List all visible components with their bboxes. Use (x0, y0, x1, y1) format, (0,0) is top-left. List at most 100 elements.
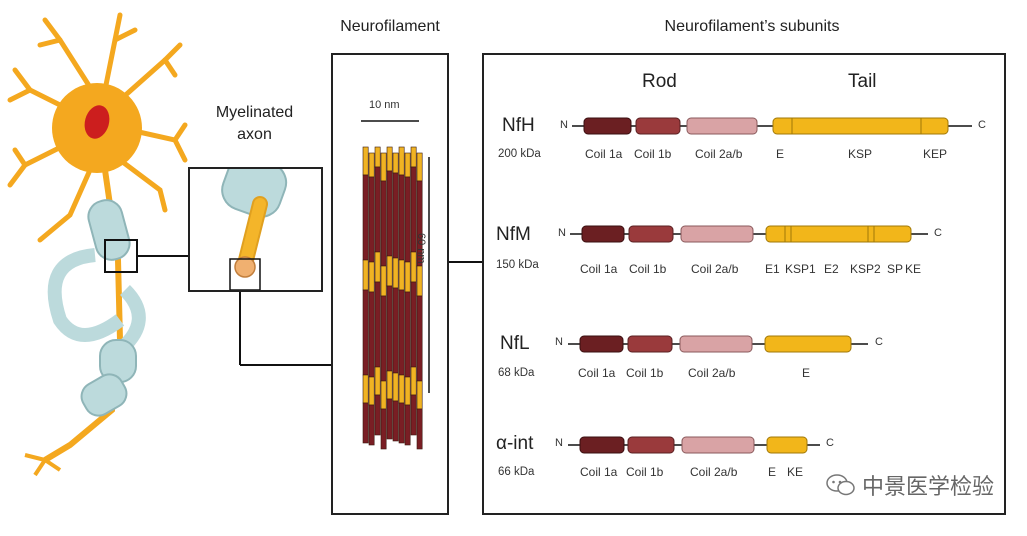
coil-2ab-label: Coil 2a/b (695, 147, 743, 161)
subunits-title: Neurofilament’s subunits (664, 18, 840, 35)
filament-segment (362, 259, 369, 291)
coil-1b-label: Coil 1b (626, 366, 664, 380)
c-terminus-label: C (826, 437, 834, 449)
domain-diagram (568, 335, 868, 353)
filament-segment (386, 285, 393, 372)
filament-segment (398, 289, 405, 376)
filament-segment (416, 295, 423, 382)
filament-segment (386, 370, 393, 400)
rod-header: Rod (642, 71, 677, 92)
axon-zoom-panel (188, 154, 323, 292)
filament-segment (398, 402, 405, 444)
coil-2ab-label: Coil 2a/b (690, 465, 738, 479)
filament-segment (404, 176, 411, 263)
filament-segment (398, 146, 405, 176)
n-terminus-label: N (555, 437, 563, 449)
filament-segment (374, 366, 381, 396)
filament-segment (374, 166, 381, 253)
filament-segment (362, 146, 369, 176)
watermark: 中景医学检验 (826, 469, 994, 501)
axon-zoom-illustration (221, 154, 288, 291)
coil-2ab-label: Coil 2a/b (688, 366, 736, 380)
tail-label-e: E (768, 465, 777, 479)
filament-segment (368, 261, 375, 293)
filament-segment (380, 152, 387, 182)
filament-segment (398, 374, 405, 404)
filament-segment (404, 404, 411, 446)
tail-label-ksp2: KSP2 (850, 262, 881, 276)
filament-segment (410, 366, 417, 396)
filament-segment (410, 281, 417, 368)
filament-segment (386, 146, 393, 172)
filament-segment (392, 257, 399, 289)
filament-segment (386, 170, 393, 257)
coil-1a-label: Coil 1a (585, 147, 623, 161)
c-terminus-label: C (875, 336, 883, 348)
tail-label-e: E (776, 147, 785, 161)
protein-mass: 66 kDa (498, 466, 535, 478)
filament-segment (380, 380, 387, 410)
filament-segment (392, 172, 399, 259)
filament-segment (368, 404, 375, 446)
filament-segment (416, 380, 423, 410)
protein-name: NfL (500, 333, 530, 354)
filament-segment (362, 174, 369, 261)
tail-label-sp: SP (887, 262, 904, 276)
neuron-illustration (7, 12, 190, 477)
neurofilament-panel: 10 nm 60 nm (331, 53, 449, 515)
filament-segment (386, 255, 393, 287)
filament-segment (362, 374, 369, 404)
filament-segment (404, 261, 411, 293)
subunits-panel: Rod Tail NfH 200 kDa N C Coil 1a Coil 1b… (482, 53, 1006, 515)
coil-1b-label: Coil 1b (634, 147, 672, 161)
filament-segment (404, 291, 411, 378)
filament-segment (374, 394, 381, 436)
filament-segment (380, 265, 387, 297)
filament-segment (374, 146, 381, 168)
nucleus (84, 105, 110, 139)
filament-segment (374, 281, 381, 368)
protein-mass: 200 kDa (498, 148, 541, 160)
protein-name: NfH (502, 115, 535, 136)
scale-length-label: 60 nm (415, 233, 427, 264)
tail-label-ke: KE (787, 465, 804, 479)
tail-label-ksp1: KSP1 (785, 262, 816, 276)
filament-segment (392, 372, 399, 402)
domain-diagram (572, 117, 972, 135)
filament-segment (380, 180, 387, 267)
tail-label-e2: E2 (824, 262, 839, 276)
protein-name: α-int (496, 433, 534, 454)
filament-segment (386, 398, 393, 440)
tail-label-ke: KE (905, 262, 922, 276)
filament-segment (416, 265, 423, 297)
coil-1b-label: Coil 1b (629, 262, 667, 276)
filament-segment (392, 152, 399, 174)
filament-segment (410, 394, 417, 436)
filament-segment (368, 291, 375, 378)
coil-1a-label: Coil 1a (580, 465, 618, 479)
tail-label-ksp: KSP (848, 147, 873, 161)
wechat-icon (826, 474, 855, 496)
filament-segment (368, 376, 375, 406)
filament-segment (398, 174, 405, 261)
tail-label-kep: KEP (923, 147, 948, 161)
c-terminus-label: C (978, 119, 986, 131)
n-terminus-label: N (560, 119, 568, 131)
c-terminus-label: C (934, 227, 942, 239)
filament-segment (374, 251, 381, 283)
filament-segment (368, 176, 375, 263)
filament-segment (410, 146, 417, 168)
title-line-1: Myelinated (215, 104, 294, 121)
filament-segment (398, 259, 405, 291)
filament-segment (380, 295, 387, 382)
myelinated-axon-title: Myelinated axon (202, 102, 307, 146)
filament-segment (392, 287, 399, 374)
neurofilament-bundle (361, 120, 430, 450)
domain-diagram (568, 436, 820, 454)
protein-mass: 150 kDa (496, 259, 539, 271)
filament-segment (404, 152, 411, 178)
coil-1a-label: Coil 1a (580, 262, 618, 276)
tail-label-e1: E1 (765, 262, 780, 276)
coil-1a-label: Coil 1a (578, 366, 616, 380)
